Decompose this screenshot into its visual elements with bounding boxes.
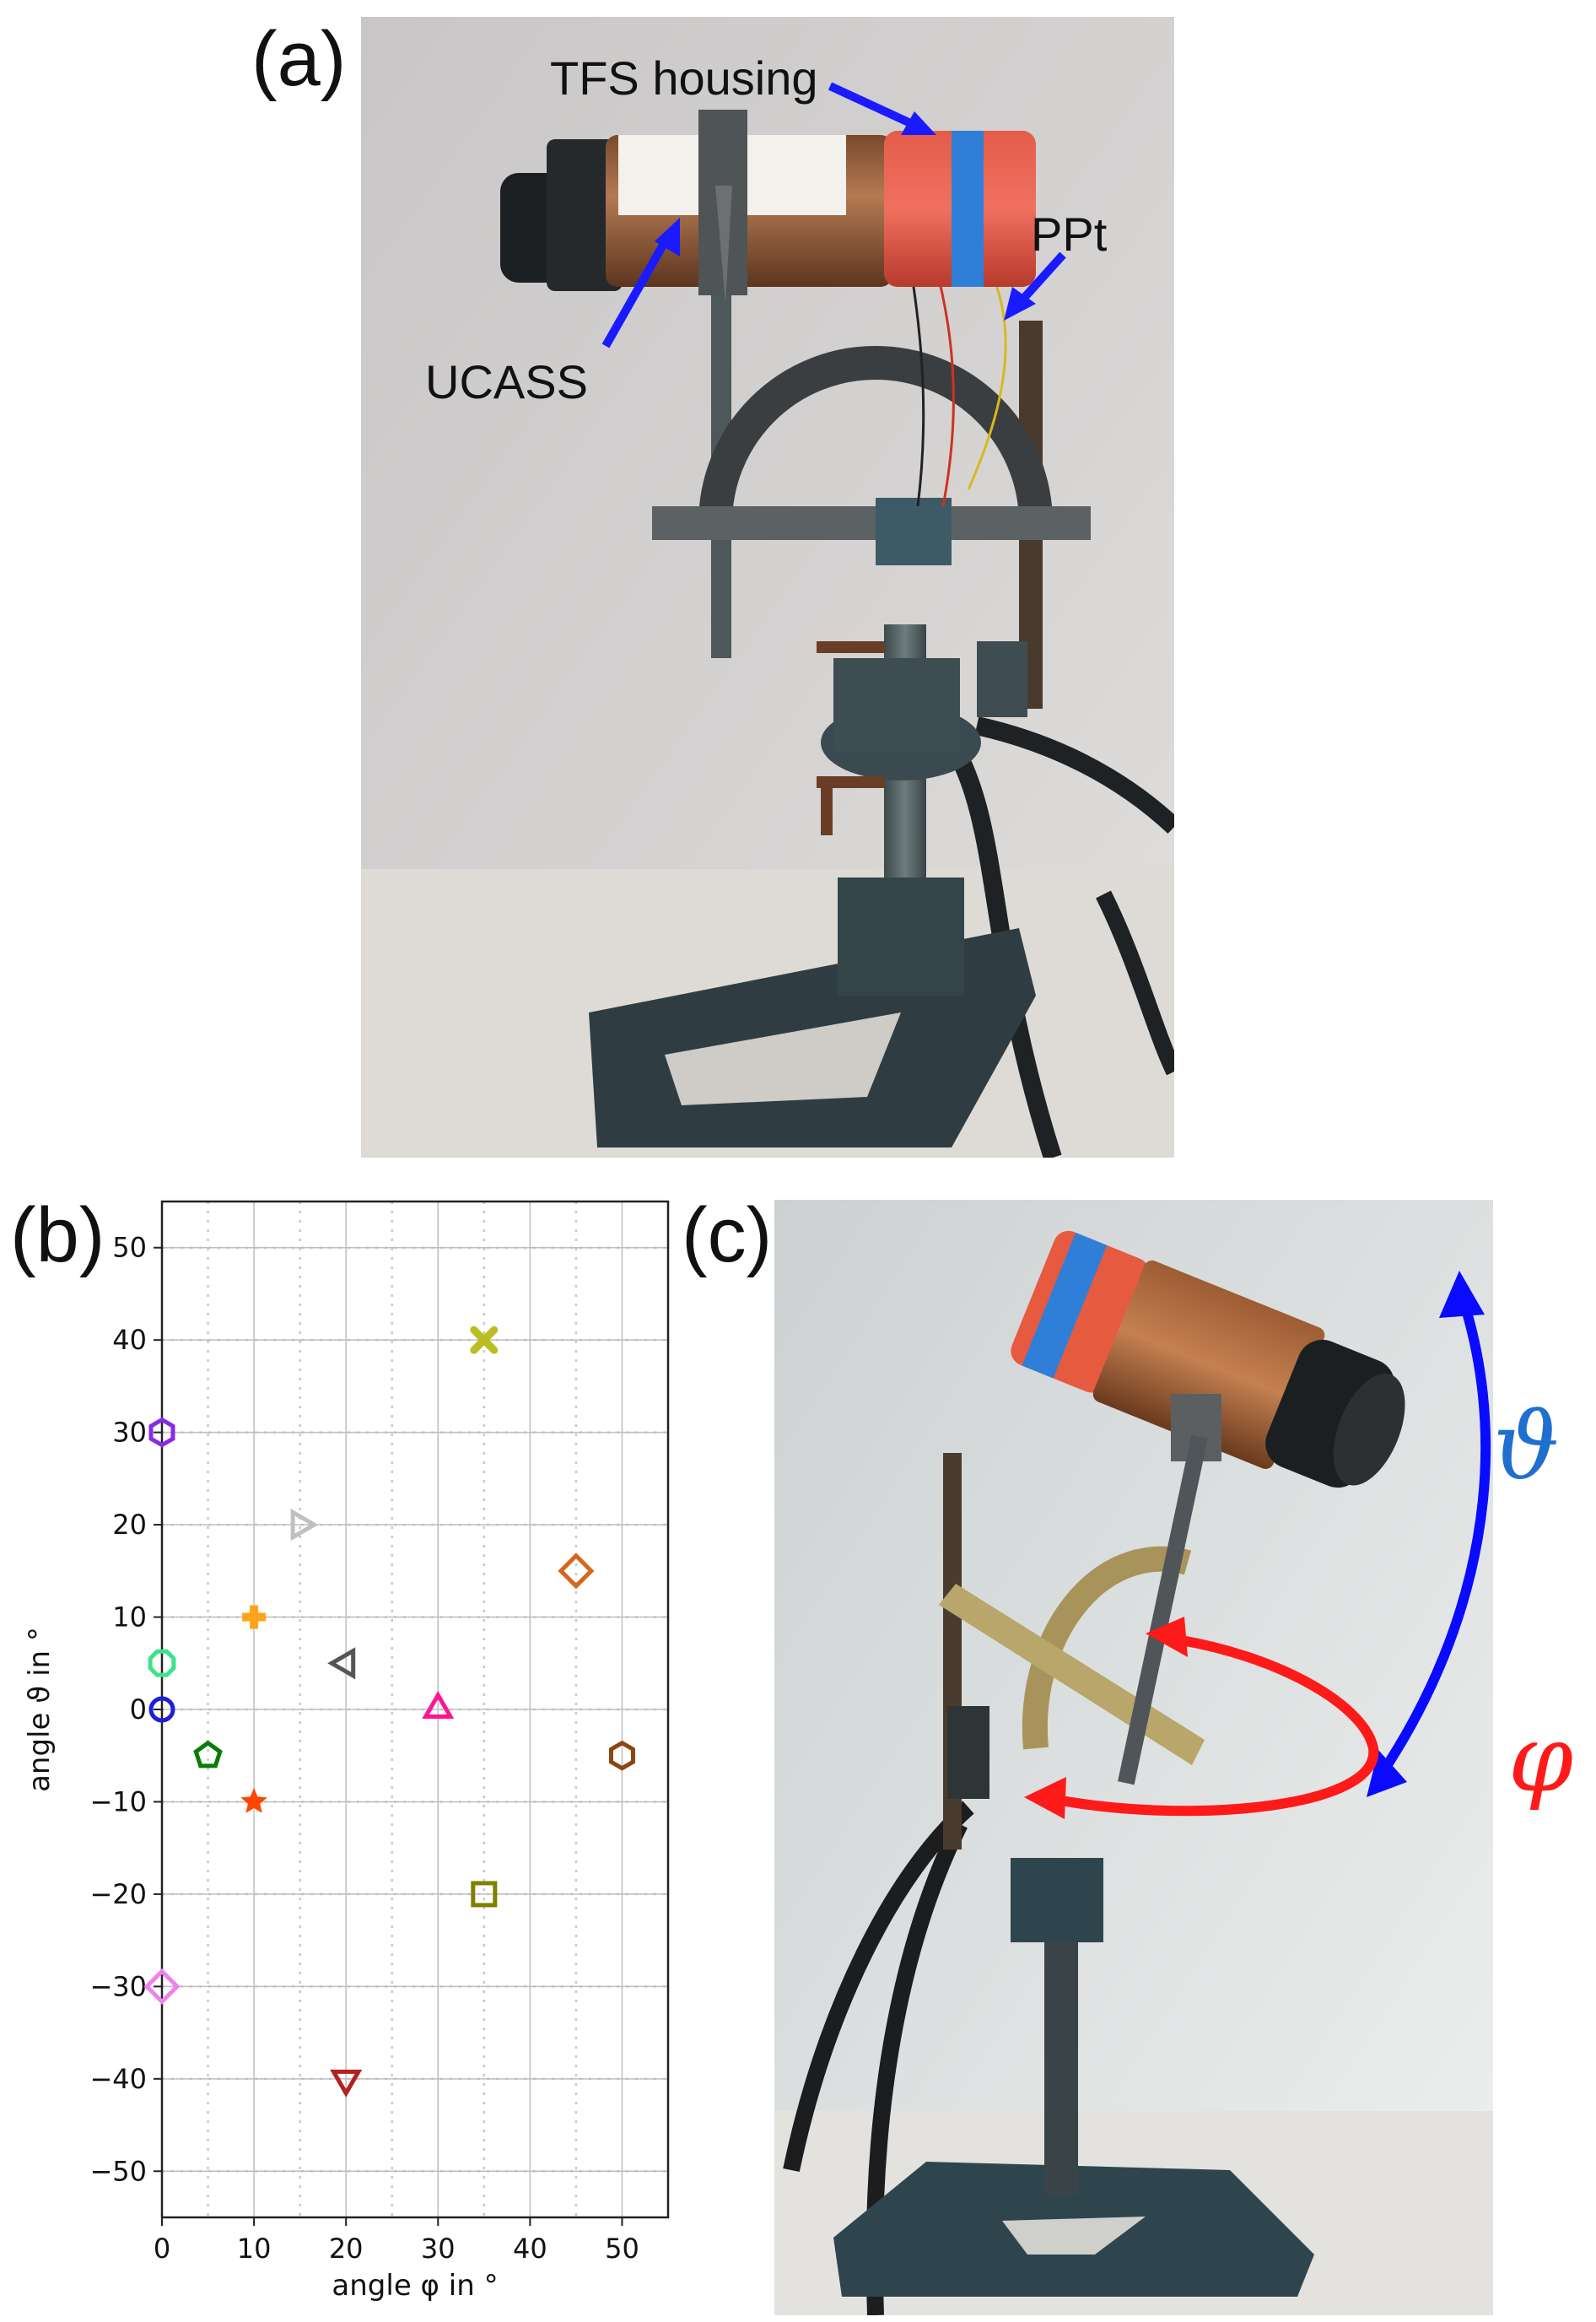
callout-ppt: PPt (1031, 208, 1108, 261)
scatter-point-diamond (558, 1552, 595, 1590)
scatter-point-x (470, 1326, 499, 1354)
theta-symbol: ϑ (1493, 1392, 1560, 1500)
x-axis-label: angle φ in ° (332, 2269, 498, 2303)
scatter-point-plus (242, 1605, 267, 1629)
scatter-chart: 0 10 20 30 40 50 −50 −40 −30 −20 −10 0 10 20 30 40 50 an… (23, 1200, 670, 2303)
scatter-point-hexagon (608, 1740, 635, 1771)
scatter-point-square (471, 1881, 498, 1908)
y-tick-label: −20 (89, 1878, 147, 1910)
scatter-point-triangle-right (290, 1509, 319, 1542)
panel-label-a: (a) (251, 16, 347, 102)
panel-label-b: (b) (10, 1192, 105, 1278)
y-tick-label: −40 (89, 2063, 147, 2095)
y-tick-label: −30 (89, 1970, 147, 2002)
y-tick-label: −10 (89, 1785, 147, 1817)
scatter-point-triangle-left (327, 1647, 356, 1680)
photo-c-instrument (774, 1200, 1493, 2315)
scatter-point-circle (148, 1696, 175, 1723)
x-tick-label: 20 (329, 2233, 364, 2265)
x-tick-label: 40 (513, 2233, 547, 2265)
y-tick-label: 40 (112, 1324, 147, 1356)
y-axis-label: angle ϑ in ° (23, 1627, 57, 1792)
scatter-point-triangle-up (422, 1691, 455, 1719)
scatter-point-pentagon (193, 1740, 223, 1768)
scatter-point-hexagon (148, 1417, 175, 1448)
y-tick-label: 0 (130, 1693, 147, 1725)
y-tick-label: −50 (89, 2155, 147, 2187)
phi-symbol: φ (1508, 1704, 1574, 1812)
y-tick-label: 10 (112, 1601, 147, 1634)
callout-tfs-housing: TFS housing (550, 51, 818, 105)
x-tick-label: 30 (421, 2233, 456, 2265)
x-tick-label: 0 (154, 2233, 170, 2265)
photo-a-instrument (361, 17, 1174, 1158)
x-tick-label: 50 (605, 2233, 639, 2265)
scatter-point-triangle-down (330, 2069, 363, 2098)
callout-ucass: UCASS (425, 355, 588, 408)
y-tick-label: 20 (112, 1509, 147, 1541)
scatter-point-octagon (148, 1649, 176, 1677)
y-tick-label: 30 (112, 1417, 147, 1449)
y-tick-label: 50 (112, 1232, 147, 1264)
x-tick-label: 10 (237, 2233, 272, 2265)
panel-label-c: (c) (682, 1192, 773, 1278)
scatter-point-diamond (143, 1968, 181, 2005)
scatter-point-star (240, 1787, 267, 1813)
